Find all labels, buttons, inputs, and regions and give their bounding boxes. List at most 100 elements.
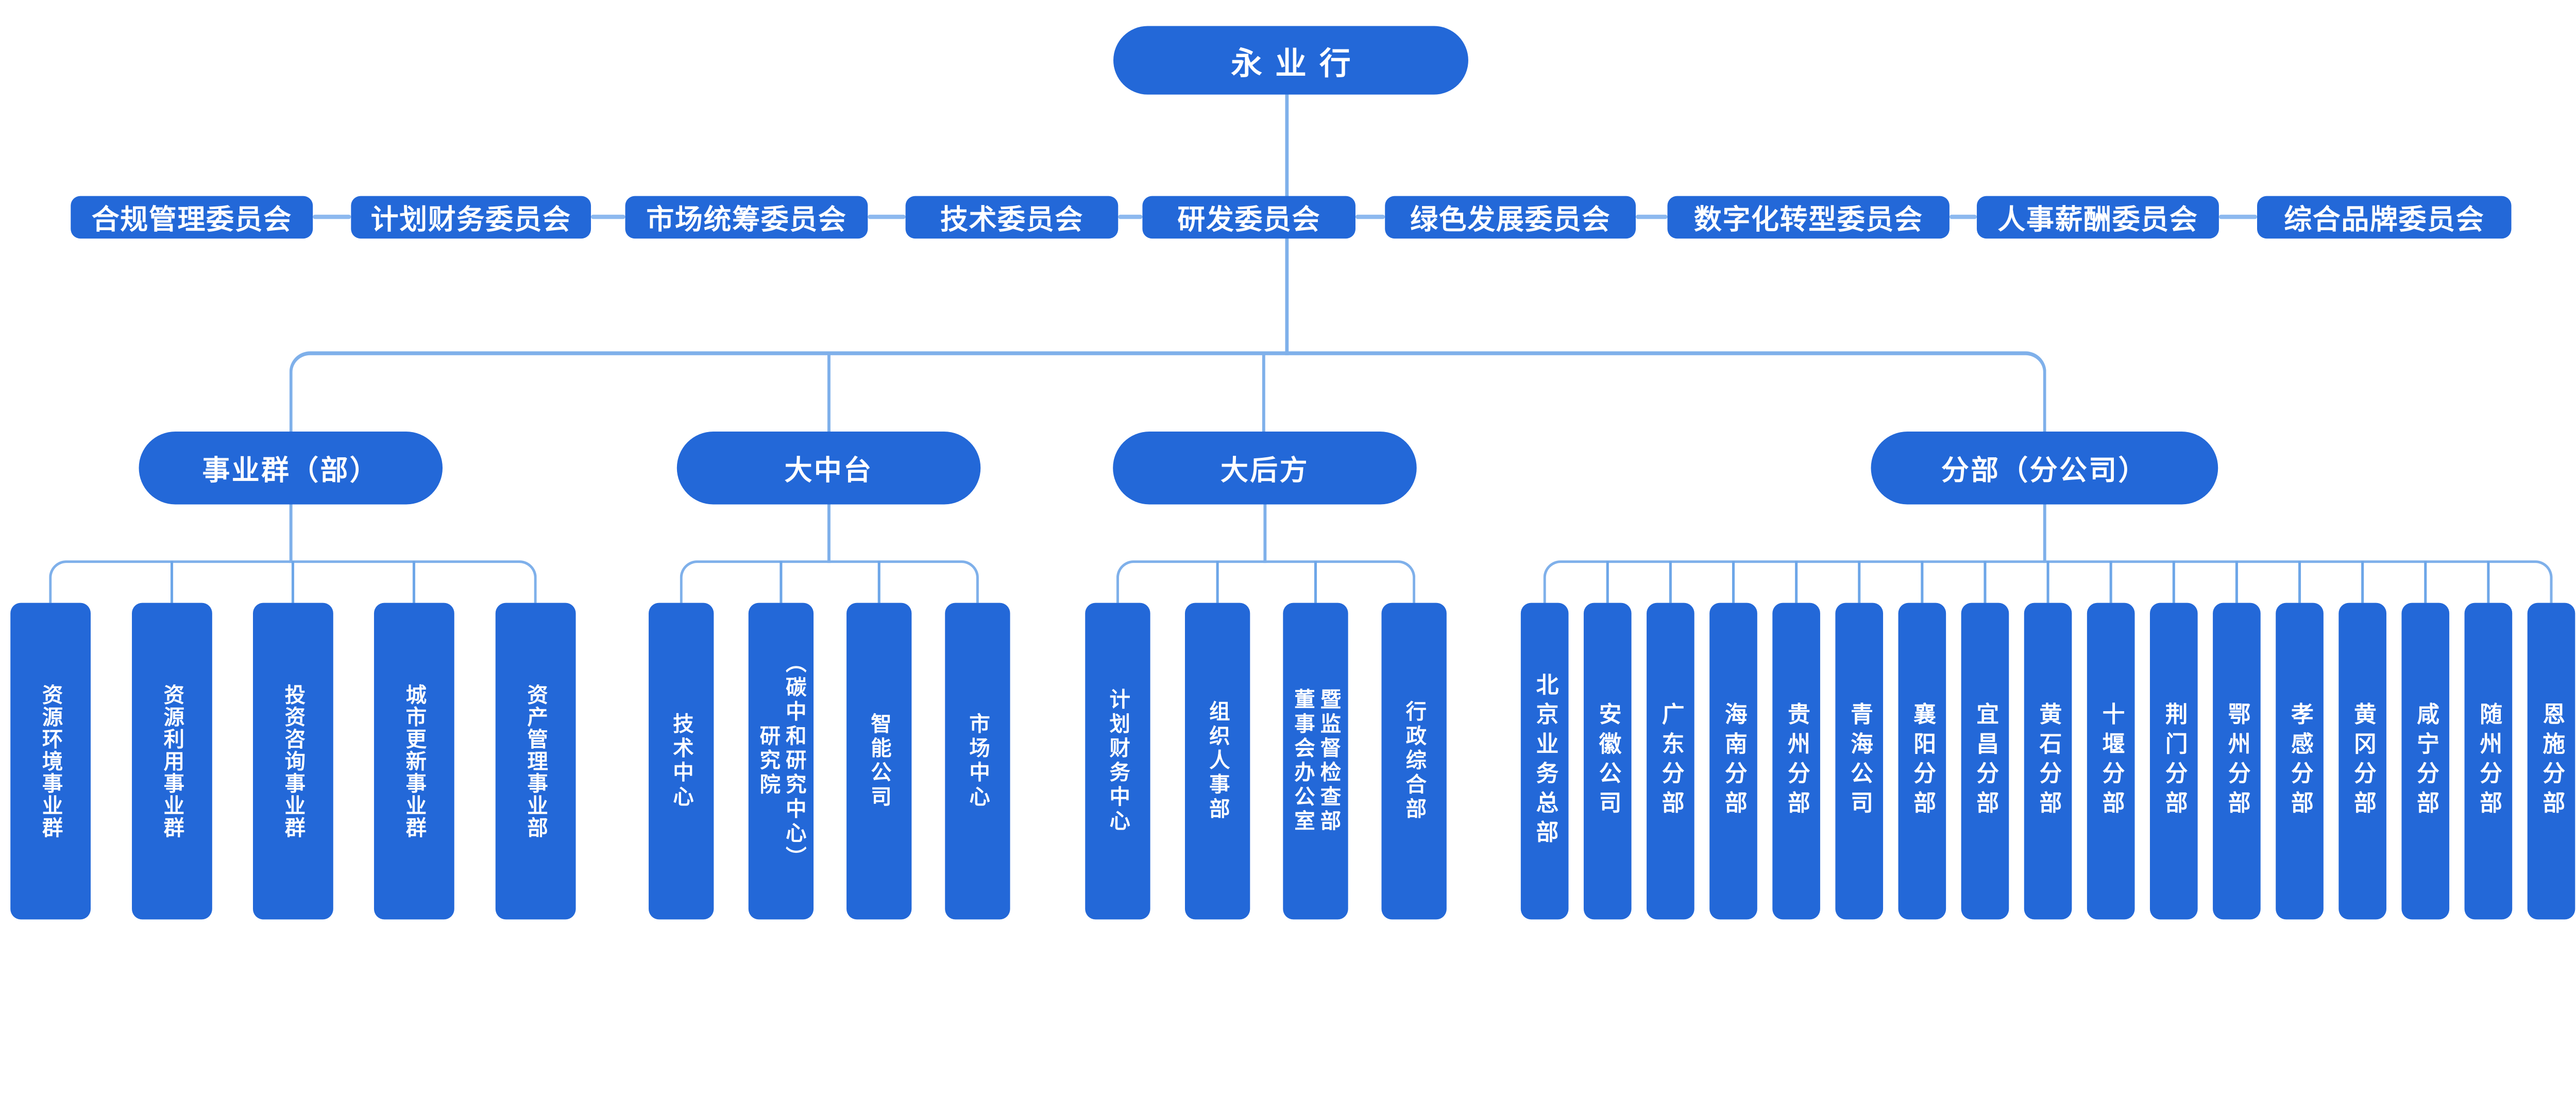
dept-node: 资源环境事业群 (10, 603, 91, 920)
node-label: 黄冈分部 (2350, 702, 2376, 820)
node-label: 董事会办公室 暨监督检查部 (1290, 688, 1341, 834)
committee-link (591, 214, 625, 219)
branch-node: 随州分部 (2464, 603, 2513, 920)
stub-line (2487, 561, 2490, 603)
committee-node: 市场统筹委员会 (625, 196, 868, 239)
node-label: 技术中心 (669, 712, 693, 810)
stub-line (2172, 561, 2175, 603)
node-label: 随州分部 (2476, 702, 2502, 820)
branch-node: 青海公司 (1835, 603, 1884, 920)
stub-line (1669, 561, 1672, 603)
branch-node: 海南分部 (1709, 603, 1757, 920)
node-label: 城市更新事业群 (402, 683, 427, 839)
committee-link (1118, 214, 1143, 219)
branch-node: 宜昌分部 (1961, 603, 2009, 920)
stub-line (1606, 561, 1609, 603)
drop-line (827, 352, 831, 432)
committee-node: 绿色发展委员会 (1385, 196, 1636, 239)
branch-node: 荆门分部 (2149, 603, 2198, 920)
branch-node: 黄石分部 (2024, 603, 2072, 920)
stub-line (2424, 561, 2427, 603)
group-pill: 事业群（部） (139, 431, 443, 505)
stub-line (2235, 561, 2238, 603)
node-label: 资源环境事业群 (38, 683, 63, 839)
node-label: 襄阳分部 (1909, 702, 1936, 820)
fan-bracket (1116, 560, 1416, 603)
branch-node: 贵州分部 (1772, 603, 1820, 920)
committee-node: 数字化转型委员会 (1667, 196, 1950, 239)
committee-node: 技术委员会 (905, 196, 1118, 239)
group-pill: 分部（分公司） (1871, 431, 2218, 505)
node-label: 十堰分部 (2098, 702, 2125, 820)
stub-line (2109, 561, 2112, 603)
node-label: 投资咨询事业群 (281, 683, 306, 839)
stub-line (1795, 561, 1798, 603)
node-label: 鄂州分部 (2224, 702, 2250, 820)
branch-node: 北京业务总部 (1520, 603, 1569, 920)
branch-node: 鄂州分部 (2213, 603, 2261, 920)
stub-line (1314, 561, 1317, 603)
dept-node: 组织人事部 (1184, 603, 1250, 920)
branch-node: 孝感分部 (2276, 603, 2324, 920)
group-pill: 大后方 (1113, 431, 1417, 505)
stub-line (170, 561, 174, 603)
dept-node: 行政综合部 (1381, 603, 1447, 920)
node-label: 海南分部 (1720, 702, 1747, 820)
node-label: 咸宁分部 (2413, 702, 2439, 820)
stub-line (779, 561, 783, 603)
fan-bracket (680, 560, 979, 603)
dept-node: 资源利用事业群 (131, 603, 212, 920)
node-label: 资产管理事业部 (523, 683, 548, 839)
node-label: 智能公司 (867, 712, 891, 810)
node-label: 贵州分部 (1784, 702, 1810, 820)
group-pill: 大中台 (676, 431, 981, 505)
stub-line (291, 561, 294, 603)
committee-link (1949, 214, 1977, 219)
branch-bracket (289, 351, 2046, 432)
stub-line (1984, 561, 1987, 603)
root-node: 永业行 (1113, 26, 1468, 95)
stub-line (1732, 561, 1735, 603)
dept-node: 智能公司 (846, 603, 912, 920)
pill-drop-line (2043, 504, 2046, 563)
node-label: 黄石分部 (2035, 702, 2062, 820)
node-label: 研究院 （碳中和研究中心） (756, 651, 806, 871)
stub-line (412, 561, 415, 603)
branch-node: 安徽公司 (1583, 603, 1632, 920)
dept-node: 计划财务中心 (1085, 603, 1150, 920)
dept-node: 市场中心 (945, 603, 1010, 920)
node-label: 恩施分部 (2538, 702, 2565, 820)
node-label: 安徽公司 (1595, 702, 1621, 820)
stub-line (877, 561, 880, 603)
committee-link (313, 214, 351, 219)
committee-node: 合规管理委员会 (71, 196, 313, 239)
dept-node: 董事会办公室 暨监督检查部 (1283, 603, 1348, 920)
drop-line (1262, 352, 1265, 432)
branch-node: 十堰分部 (2087, 603, 2135, 920)
node-label: 组织人事部 (1205, 700, 1230, 822)
org-chart: 永业行 合规管理委员会计划财务委员会市场统筹委员会技术委员会研发委员会绿色发展委… (10, 26, 2575, 920)
stub-line (2361, 561, 2364, 603)
dept-node: 城市更新事业群 (374, 603, 454, 920)
node-label: 资源利用事业群 (160, 683, 184, 839)
pill-drop-line (827, 504, 831, 563)
node-label: 青海公司 (1846, 702, 1873, 820)
pill-drop-line (289, 504, 293, 563)
committee-link (868, 214, 906, 219)
node-label: 市场中心 (965, 712, 990, 810)
branch-node: 恩施分部 (2527, 603, 2575, 920)
dept-node: 研究院 （碳中和研究中心） (748, 603, 814, 920)
stub-line (2298, 561, 2301, 603)
branch-node: 黄冈分部 (2338, 603, 2386, 920)
committee-node: 人事薪酬委员会 (1976, 196, 2219, 239)
dept-node: 技术中心 (649, 603, 714, 920)
stub-line (1921, 561, 1924, 603)
org-chart-stage: 永业行 合规管理委员会计划财务委员会市场统筹委员会技术委员会研发委员会绿色发展委… (10, 26, 2575, 920)
committee-link (2218, 214, 2258, 219)
node-label: 北京业务总部 (1532, 673, 1558, 850)
committee-node: 计划财务委员会 (351, 196, 591, 239)
node-label: 宜昌分部 (1972, 702, 1998, 820)
dept-node: 资产管理事业部 (495, 603, 576, 920)
node-label: 广东分部 (1657, 702, 1684, 820)
committee-node: 综合品牌委员会 (2257, 196, 2512, 239)
